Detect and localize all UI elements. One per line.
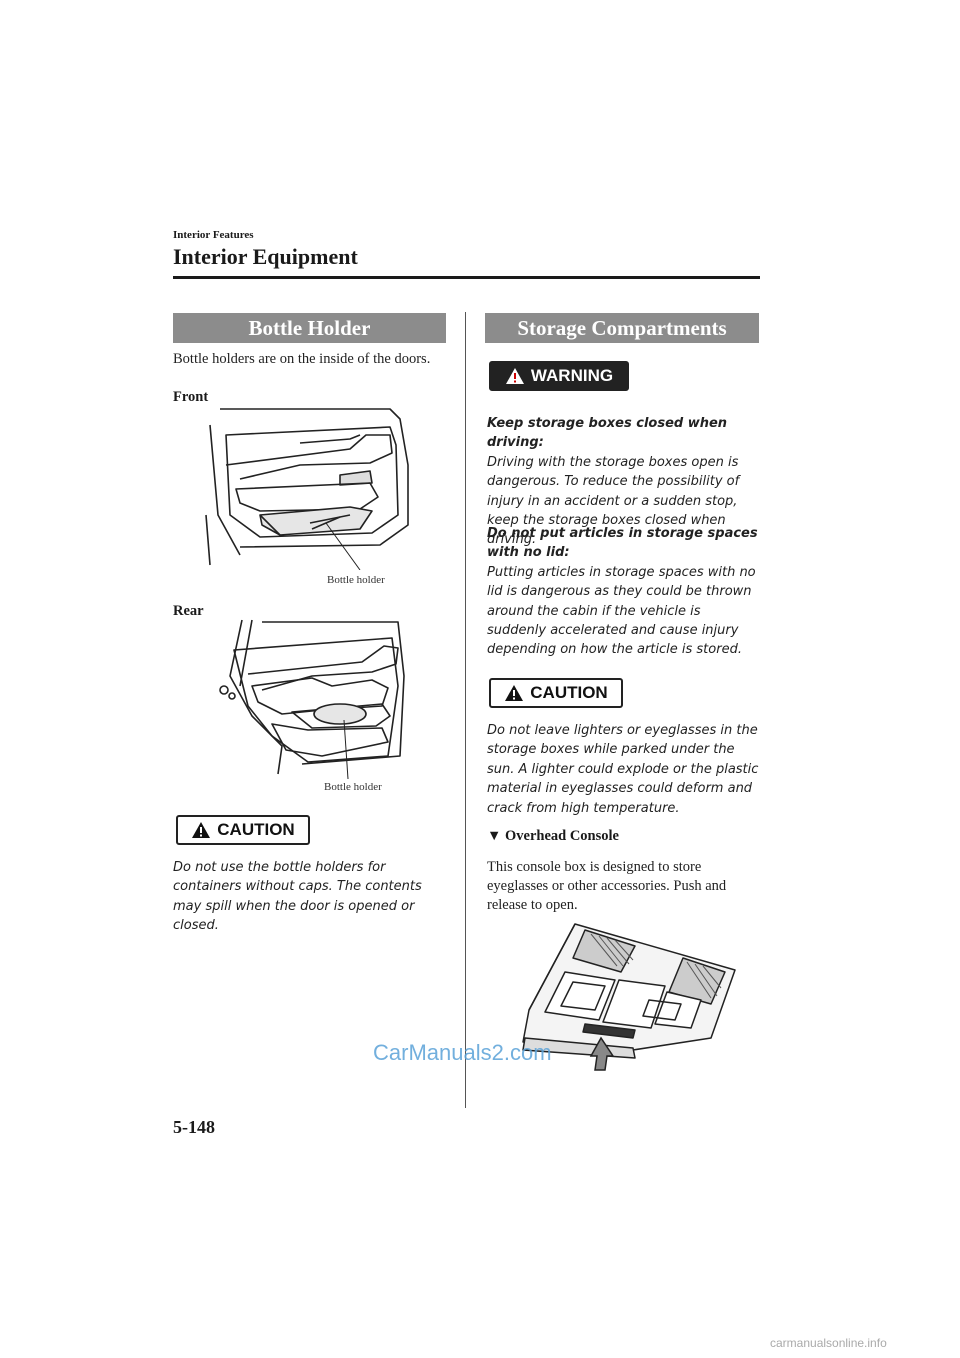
rear-label: Rear bbox=[173, 603, 204, 619]
overhead-console-text: This console box is designed to store ey… bbox=[487, 859, 727, 913]
caution-badge-left: CAUTION bbox=[176, 815, 310, 845]
rear-door-illustration bbox=[219, 619, 405, 780]
title-rule bbox=[173, 276, 760, 279]
caution-badge-left-label: CAUTION bbox=[217, 820, 295, 839]
column-divider bbox=[465, 312, 466, 1108]
warning-1-body: Driving with the storage boxes open is d… bbox=[487, 454, 740, 548]
bottle-holder-banner: Bottle Holder bbox=[173, 313, 446, 343]
storage-caution-text: Do not leave lighters or eyeglasses in t… bbox=[487, 723, 759, 816]
push-arrow-icon bbox=[589, 1036, 615, 1071]
page-title: Interior Equipment bbox=[173, 244, 358, 269]
page-number: 5-148 bbox=[173, 1117, 215, 1137]
warning-triangle-icon bbox=[192, 822, 211, 838]
warning-2-heading: Do not put articles in storage spaces wi… bbox=[487, 526, 758, 561]
caution-badge-right: CAUTION bbox=[489, 678, 623, 708]
bottle-holder-intro: Bottle holders are on the inside of the … bbox=[173, 351, 431, 367]
rear-bottle-holder-callout: Bottle holder bbox=[324, 781, 382, 793]
warning-triangle-icon bbox=[505, 685, 524, 701]
front-door-illustration bbox=[205, 408, 409, 570]
caution-badge-right-label: CAUTION bbox=[530, 683, 608, 702]
warning-1-heading: Keep storage boxes closed when driving: bbox=[487, 416, 728, 451]
warning-block-2: Do not put articles in storage spaces wi… bbox=[487, 524, 760, 660]
warning-badge-label: WARNING bbox=[530, 366, 614, 385]
site-mark: carmanualsonline.info bbox=[770, 1336, 887, 1350]
watermark-logo: CarManuals2.com bbox=[373, 1040, 552, 1065]
warning-badge: WARNING bbox=[489, 361, 629, 391]
storage-compartments-banner: Storage Compartments bbox=[485, 313, 759, 343]
warning-triangle-icon bbox=[505, 368, 524, 384]
section-label: Interior Features bbox=[173, 229, 254, 241]
overhead-console-illustration bbox=[522, 923, 736, 1071]
front-bottle-holder-callout: Bottle holder bbox=[327, 574, 385, 586]
bottle-holder-caution-text: Do not use the bottle holders for contai… bbox=[173, 860, 422, 934]
warning-block-1: Keep storage boxes closed when driving: … bbox=[487, 414, 760, 550]
overhead-console-subhead: ▼ Overhead Console bbox=[487, 828, 619, 844]
warning-2-body: Putting articles in storage spaces with … bbox=[487, 564, 756, 658]
front-label: Front bbox=[173, 389, 209, 405]
